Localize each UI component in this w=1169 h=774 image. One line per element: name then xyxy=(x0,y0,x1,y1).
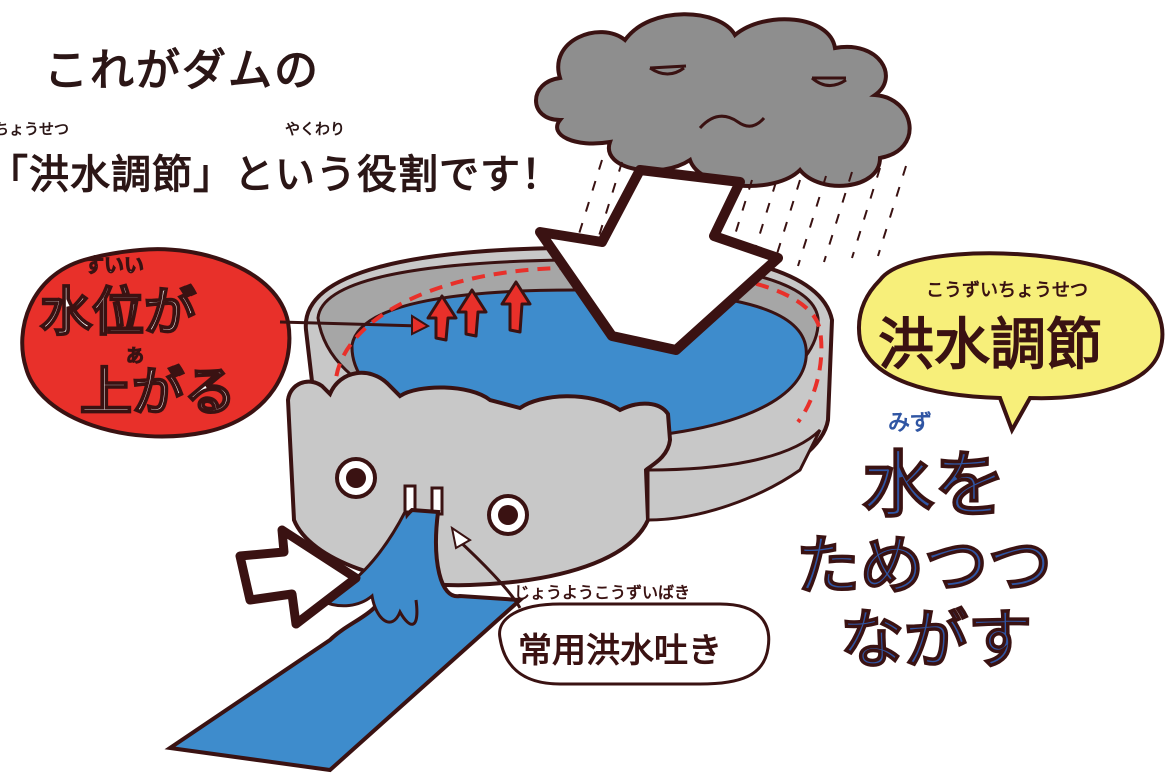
spillway-slot-left xyxy=(403,484,417,514)
store-release-line2: ためつつ xyxy=(796,530,1052,604)
rise-ruby: あ xyxy=(126,346,144,367)
title-ruby-chousetsu: ちょうせつ xyxy=(0,120,70,138)
title-line2: 「洪水調節」という役割です！ xyxy=(0,152,562,198)
flood-control-callout: こうずいちょうせつ 洪水調節 xyxy=(857,251,1165,435)
spillway-ruby: じょうようこうずいばき xyxy=(514,583,690,602)
raised-water-level-line xyxy=(333,265,824,424)
dam-wall xyxy=(285,370,822,588)
inflow-arrow xyxy=(535,165,783,355)
spillway-text: 常用洪水吐き xyxy=(518,631,722,671)
water-level-rise-callout: すいい 水位が あ 上がる xyxy=(20,247,431,439)
water-level-text1: 水位が xyxy=(40,283,196,343)
store-release-ruby: みず xyxy=(888,411,932,436)
water-level-ruby: すいい xyxy=(84,253,144,277)
outflow-arrow xyxy=(235,525,361,629)
store-release-line3: ながす xyxy=(840,604,1032,678)
flood-control-text: 洪水調節 xyxy=(878,313,1102,378)
store-release-line1: 水を xyxy=(862,443,1006,527)
spillway-callout: じょうようこうずいばき 常用洪水吐き xyxy=(450,525,771,686)
title-line1: これがダムの xyxy=(44,45,320,96)
rising-level-arrows xyxy=(426,280,532,342)
flood-control-ruby: こうずいちょうせつ xyxy=(926,280,1088,301)
store-and-release-text: みず 水を ためつつ ながす xyxy=(795,411,1053,679)
title-ruby-yakuwari: やくわり xyxy=(285,120,346,138)
outflow-water xyxy=(164,507,525,773)
water-level-text2: 上がる xyxy=(80,363,236,423)
dam-eye-left xyxy=(335,457,377,499)
dam-eye-right xyxy=(487,494,529,536)
rain-cloud xyxy=(534,12,912,188)
